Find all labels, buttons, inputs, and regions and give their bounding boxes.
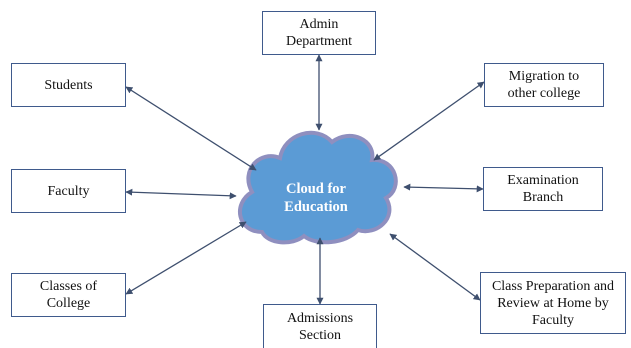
- cloud-label: Cloud for Education: [284, 181, 348, 215]
- connector-classes: [125, 221, 247, 295]
- connector-students: [125, 86, 257, 171]
- node-faculty: Faculty: [11, 169, 126, 213]
- connector-migration: [373, 81, 485, 161]
- connector-examination: [403, 183, 484, 193]
- node-classes-of-college: Classes of College: [11, 273, 126, 317]
- node-migration: Migration to other college: [484, 63, 604, 107]
- node-admissions-section: Admissions Section: [263, 304, 377, 348]
- cloud-shape: [238, 130, 398, 245]
- connector-class-prep: [389, 233, 481, 301]
- connector-faculty: [125, 188, 237, 200]
- node-students: Students: [11, 63, 126, 107]
- node-examination-branch: Examination Branch: [483, 167, 603, 211]
- node-class-preparation: Class Preparation and Review at Home by …: [480, 272, 626, 334]
- node-admin-department: Admin Department: [262, 11, 376, 55]
